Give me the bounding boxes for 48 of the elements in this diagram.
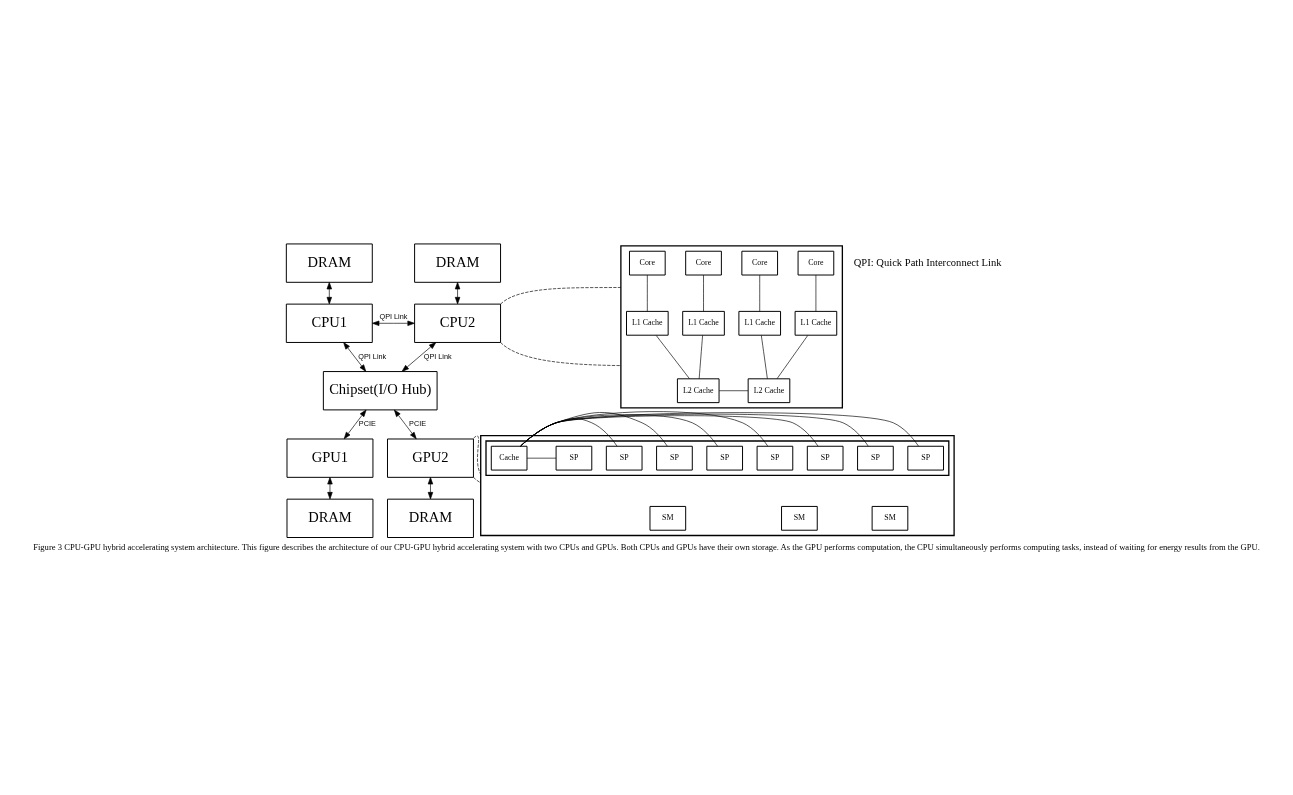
connector	[759, 274, 761, 312]
connector	[500, 341, 622, 366]
connector	[520, 417, 618, 447]
cluster	[480, 434, 955, 536]
arrow	[343, 409, 367, 439]
connector	[473, 476, 482, 483]
connector	[815, 274, 817, 312]
cluster	[485, 439, 950, 476]
connector	[718, 389, 749, 391]
connector	[500, 286, 622, 304]
edge-label: PCIE	[409, 418, 427, 428]
caption: Figure 3 CPU-GPU hybrid accelerating system architecture. This figure describes the architecture of our CPU-GPU hybrid accelerating system with two CPUs and GPUs. Both CPUs and GPUs have their own storage. As the GPU performs computation, the CPU simultaneously performs computing tasks, instead of waiting for energy results from the GPU.	[33, 541, 1260, 552]
node-box: CPU2	[414, 303, 502, 343]
connector	[776, 334, 809, 379]
edge-label: QPI Link	[358, 351, 387, 361]
node-box: DRAM	[286, 498, 374, 538]
connector	[703, 274, 704, 312]
arrow	[427, 476, 434, 499]
connector	[520, 411, 668, 447]
connector	[526, 457, 557, 458]
node-box: Chipset(I/O Hub)	[322, 370, 438, 410]
cluster	[620, 244, 844, 409]
node-box: GPU1	[286, 438, 374, 478]
arrow	[372, 320, 415, 326]
connector	[655, 334, 690, 379]
connector	[761, 334, 768, 379]
edge-label: PCIE	[358, 418, 376, 428]
node-box: CPU1	[285, 303, 373, 343]
connector	[520, 413, 718, 447]
connector	[647, 274, 648, 312]
node-box: DRAM	[414, 242, 502, 283]
connector	[698, 334, 703, 379]
arrow	[454, 281, 461, 304]
edge-label: QPI Link	[379, 311, 408, 321]
connector	[520, 414, 819, 447]
node-box: DRAM	[285, 242, 373, 283]
arrow	[327, 476, 333, 499]
node-box: GPU2	[387, 438, 474, 478]
arrow	[343, 341, 367, 372]
edge-label: QPI Link	[423, 351, 452, 361]
connector	[520, 413, 869, 447]
connector	[520, 411, 919, 447]
connector	[520, 410, 769, 447]
node-box: DRAM	[387, 498, 474, 538]
arrow	[401, 341, 437, 372]
label: QPI: Quick Path Interconnect Link	[853, 256, 1002, 268]
arrow	[394, 409, 417, 439]
arrow	[326, 281, 332, 304]
